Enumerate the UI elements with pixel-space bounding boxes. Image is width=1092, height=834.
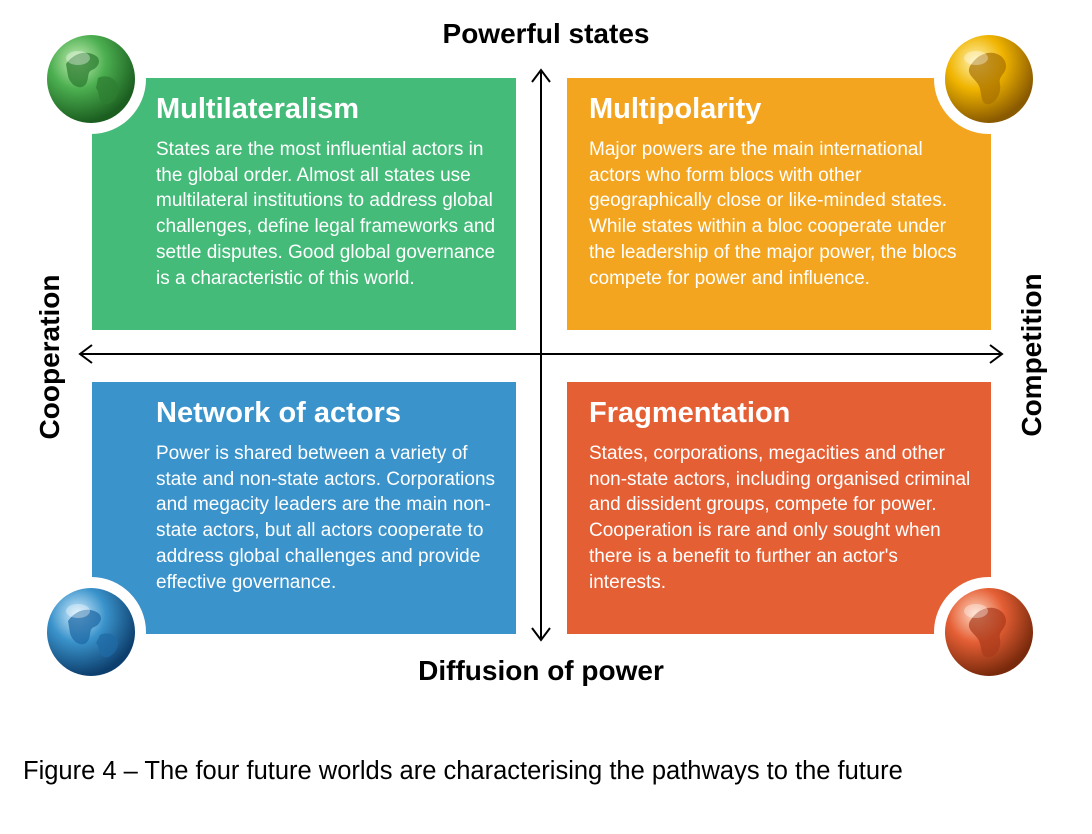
up-arrowhead [531,68,551,83]
left-arrowhead [78,344,93,364]
right-arrowhead [989,344,1004,364]
quadrant-description: States are the most influential actors i… [156,139,496,289]
quadrant-multipolarity: Multipolarity Major powers are the main … [567,78,991,330]
axis-label-right: Competition [1016,273,1047,437]
quadrant-description: Major powers are the main international … [589,139,957,289]
quadrant-title: Multipolarity [589,93,762,125]
axis-label-left: Cooperation [34,274,65,440]
quadrant-title: Fragmentation [589,397,791,429]
blue-globe-icon [36,577,146,687]
orange-globe-icon [934,577,1044,687]
quadrant-title: Multilateralism [156,93,360,125]
figure-caption: Figure 4 – The four future worlds are ch… [23,757,903,785]
quadrant-description: States, corporations, megacities and oth… [589,443,971,593]
quadrant-description: Power is shared between a variety of sta… [156,443,496,593]
axis-label-top: Powerful states [442,18,650,49]
axis-label-bottom: Diffusion of power [418,655,664,686]
gold-globe-icon [934,24,1044,134]
down-arrowhead [531,627,551,642]
quadrant-title: Network of actors [156,397,401,429]
quadrant-multilateralism: Multilateralism States are the most infl… [92,78,516,330]
quadrant-fragmentation: Fragmentation States, corporations, mega… [567,382,991,634]
green-globe-icon [36,24,146,134]
quadrant-network-of-actors: Network of actors Power is shared betwee… [92,382,516,634]
